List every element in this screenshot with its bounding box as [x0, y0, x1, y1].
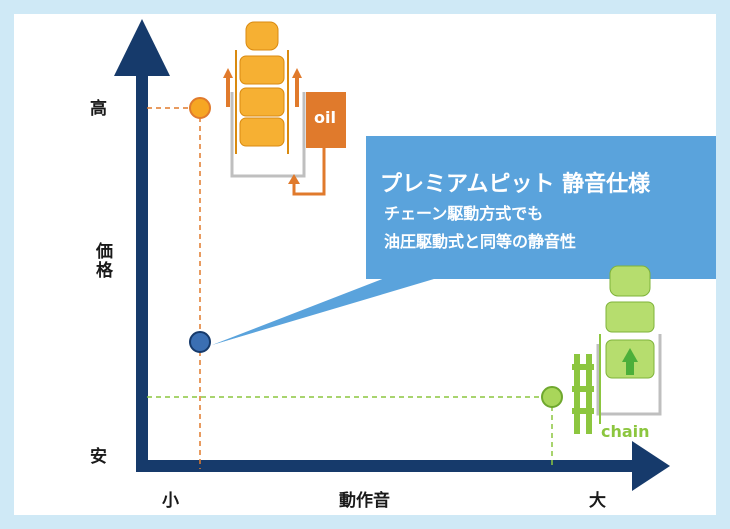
premium-point: [189, 331, 211, 353]
car-icon: [245, 21, 279, 51]
up-arrow-icon: [288, 174, 300, 184]
car-icon: [605, 301, 655, 333]
oil-pit-illustration: [223, 21, 346, 196]
x-axis-high-label: 大: [589, 491, 606, 511]
oil-pipe: [292, 148, 326, 196]
diagram-canvas: 高 価格 安 小 動作音 大 プレミアムピット 静音仕様 チェーン駆動方式でも …: [14, 14, 716, 515]
car-icon: [239, 55, 285, 85]
car-icon: [239, 87, 285, 117]
y-axis-low-label: 安: [90, 447, 107, 467]
callout-box: [366, 136, 716, 279]
car-icon: [239, 117, 285, 147]
x-axis-arrow: [632, 441, 670, 491]
diagram-svg: [114, 19, 716, 491]
oil-pit-frame: [230, 92, 306, 178]
up-arrow-icon: [292, 68, 302, 78]
y-axis-arrow: [114, 19, 170, 76]
callout-line-1: チェーン駆動方式でも: [384, 204, 544, 223]
chain-point: [541, 386, 563, 408]
y-axis-label: 価格: [92, 242, 112, 280]
oil-label: oil: [314, 108, 336, 127]
callout-title: プレミアムピット 静音仕様: [380, 172, 651, 197]
chain-pit-illustration: [572, 265, 662, 434]
callout-line-2: 油圧駆動式と同等の静音性: [384, 232, 577, 251]
chain-label: chain: [601, 422, 650, 441]
up-arrow-icon: [223, 68, 233, 78]
x-axis-line: [136, 460, 656, 472]
y-axis-line: [136, 74, 148, 472]
oil-tank: [306, 92, 346, 148]
car-icon: [609, 265, 651, 297]
x-axis-label: 動作音: [339, 491, 390, 511]
y-axis-high-label: 高: [90, 99, 107, 119]
oil-point: [189, 97, 211, 119]
x-axis-low-label: 小: [162, 491, 179, 511]
chain-icon: [574, 354, 580, 434]
up-arrow-icon: [622, 348, 638, 362]
chain-pit-frame: [596, 334, 662, 416]
axes: [114, 19, 670, 491]
